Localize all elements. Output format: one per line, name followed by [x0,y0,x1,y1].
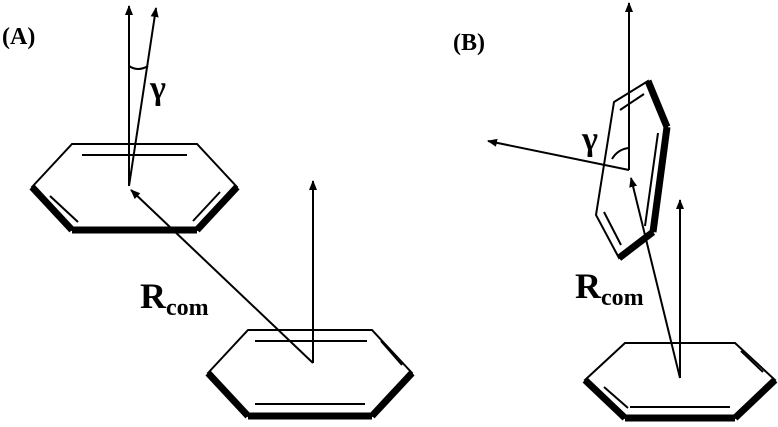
panel-a-tilted-vector [128,7,159,187]
panel-a-label: (A) [2,24,35,50]
panel-b-lower-benzene-ring [582,342,778,422]
panel-a-gamma-label: γ [149,70,166,107]
panel-b-rcom-label: Rcom [575,266,644,311]
panel-a-gamma-angle-arc [128,65,149,70]
panel-b-tilted-benzene-ring [594,79,671,261]
panel-b-label: (B) [453,30,485,56]
panel-b-rcom-vector [629,177,681,379]
panel-a: (A) γ Rcom [2,5,415,420]
panel-a-upper-benzene-ring [29,143,240,234]
panel-a-rcom-label: Rcom [140,276,209,321]
panel-b-gamma-angle-arc [611,147,630,160]
panel-b: (B) γ Rcom [453,2,778,422]
panel-a-rcom-vector [130,189,314,364]
panel-b-ring-normal-vector [487,138,630,171]
panel-b-gamma-label: γ [581,121,598,158]
panel-a-lower-benzene-ring [205,329,415,420]
